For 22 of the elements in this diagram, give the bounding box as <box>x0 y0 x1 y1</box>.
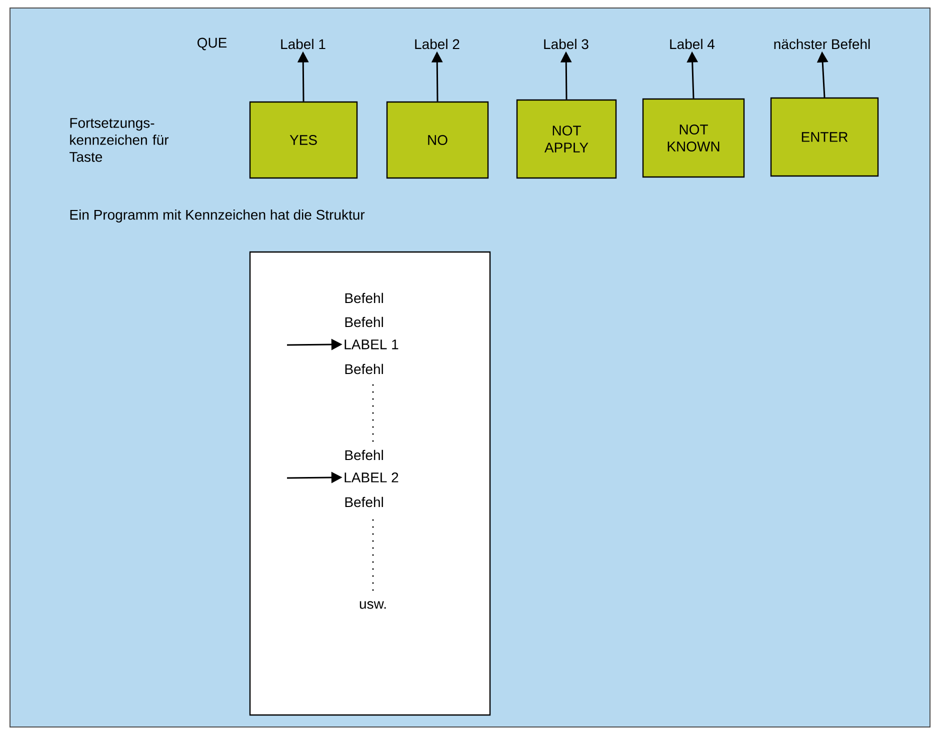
program-line: Befehl <box>345 292 383 304</box>
caption-text: Fortsetzungs- kennzeichen für Taste <box>70 118 169 162</box>
key-box: NOT KNOWN <box>642 98 745 178</box>
target-label: Label 3 <box>544 38 588 50</box>
program-line: Befehl <box>345 496 383 508</box>
target-label: nächster Befehl <box>774 38 870 50</box>
program-line: Befehl <box>345 364 383 374</box>
key-box: YES <box>249 101 358 179</box>
program-line: Befehl <box>345 450 383 460</box>
key-label: QUE <box>198 38 227 50</box>
caption-text: Ein Programm mit Kennzeichen hat die Struktur <box>70 209 365 223</box>
target-label: Label 4 <box>670 38 715 50</box>
program-line: Befehl <box>345 316 383 328</box>
key-box: NOT APPLY <box>516 99 617 179</box>
program-line: usw. <box>360 601 386 609</box>
program-box <box>249 251 491 716</box>
key-box: ENTER <box>770 97 879 177</box>
target-label: Label 2 <box>415 38 460 50</box>
key-box: NO <box>386 101 489 179</box>
label-line: LABEL 1 <box>344 340 398 350</box>
label-line: LABEL 2 <box>344 472 398 482</box>
target-label: Label 1 <box>281 38 326 50</box>
